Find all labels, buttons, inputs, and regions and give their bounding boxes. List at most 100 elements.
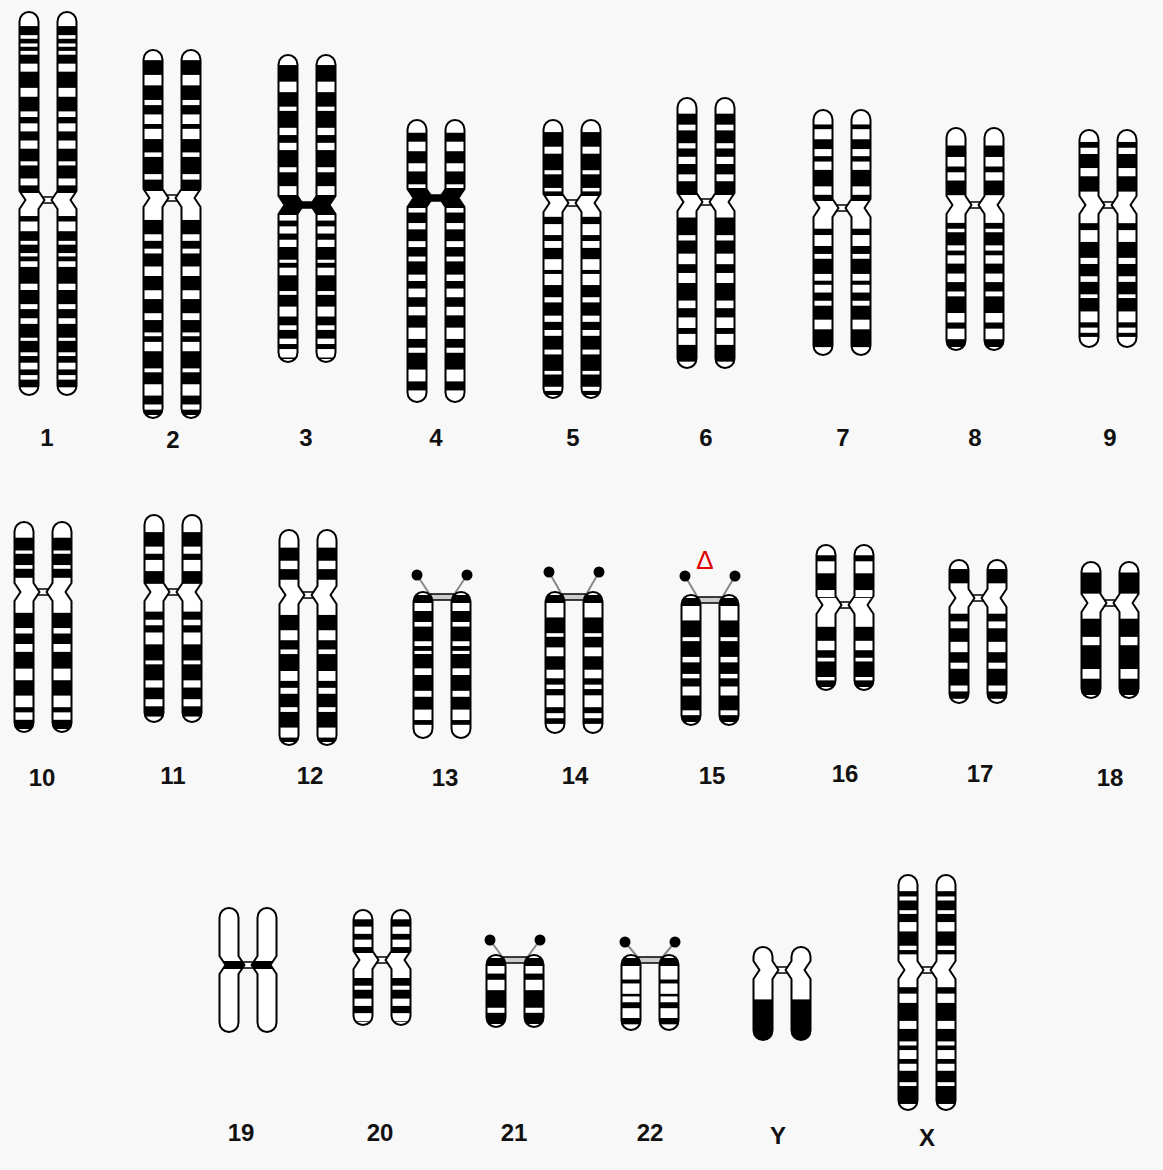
g-band: [10, 26, 86, 35]
chromosome-number: 14: [562, 764, 589, 788]
g-band: [134, 60, 210, 75]
g-band: [889, 1003, 965, 1021]
g-band: [134, 351, 210, 368]
chromatid-outline: [386, 910, 411, 1025]
g-band: [10, 341, 86, 352]
chromosome-pair: [536, 567, 612, 734]
g-band: [135, 706, 211, 716]
g-band: [5, 569, 81, 578]
g-band: [10, 47, 86, 51]
g-band: [135, 625, 211, 632]
band-group: [135, 532, 211, 716]
g-band: [134, 253, 210, 266]
centromere: [504, 957, 527, 963]
chromatid-outline: [576, 120, 601, 398]
g-band: [269, 344, 345, 349]
g-band: [536, 656, 612, 669]
g-band: [807, 661, 883, 677]
chromatid-outline: [252, 908, 277, 1032]
g-band: [404, 675, 480, 691]
band-group: [1072, 573, 1148, 695]
g-band: [1070, 242, 1146, 258]
chromosome-number: 21: [501, 1121, 528, 1145]
g-band: [404, 720, 480, 725]
g-band: [134, 139, 210, 152]
chromosome-pair: [940, 560, 1016, 703]
chromatid-outline: [660, 955, 679, 1030]
g-band: [134, 124, 210, 129]
satellite-dot: [462, 570, 473, 581]
g-band: [804, 229, 880, 235]
g-band: [134, 180, 210, 191]
g-band: [536, 689, 612, 695]
g-band: [889, 987, 965, 993]
chromosome-number: 13: [432, 766, 459, 790]
chromatid-outline: [544, 120, 569, 398]
chromosome-number: 4: [429, 426, 442, 450]
chromatid-outline: [622, 955, 641, 1030]
chromatid-outline: [525, 955, 544, 1027]
g-band: [534, 270, 610, 274]
g-band: [668, 130, 744, 143]
g-band: [534, 174, 610, 188]
g-band: [10, 290, 86, 304]
g-band: [10, 324, 86, 338]
g-band: [269, 330, 345, 339]
chromatid-outline: [546, 592, 565, 733]
g-band: [889, 891, 965, 896]
g-band: [10, 55, 86, 64]
g-band: [612, 1018, 688, 1024]
g-band: [534, 132, 610, 147]
chromosome-pair: [534, 120, 610, 398]
g-band: [804, 329, 880, 347]
chromosome-number: 18: [1097, 766, 1124, 790]
chromatid-outline: [982, 560, 1007, 703]
chromatid-outline: [1080, 130, 1105, 347]
g-band: [134, 85, 210, 100]
g-band: [10, 369, 86, 375]
chromatid-outline: [950, 560, 975, 703]
g-band: [807, 573, 883, 590]
g-band: [937, 146, 1013, 157]
g-band: [398, 297, 474, 307]
g-band: [134, 241, 210, 249]
chromatid-outline: [814, 110, 839, 355]
chromatid-outline: [1114, 562, 1139, 698]
chromatid-outline: [177, 515, 202, 722]
satellite-dot: [544, 567, 555, 578]
chromosome-number: 22: [637, 1121, 664, 1145]
g-band: [134, 336, 210, 342]
g-band: [398, 353, 474, 370]
g-band: [668, 114, 744, 125]
chromosome-number: 12: [297, 764, 324, 788]
g-band: [668, 283, 744, 301]
g-band: [135, 571, 211, 584]
centromere: [699, 597, 722, 603]
g-band: [937, 167, 1013, 173]
g-band: [889, 1029, 965, 1041]
chromosome-pair: [270, 530, 346, 745]
chromosome-number: 3: [299, 426, 312, 450]
g-band: [804, 170, 880, 186]
chromatid-outline: [979, 128, 1004, 350]
g-band: [536, 707, 612, 713]
g-band: [536, 617, 612, 633]
g-band: [672, 662, 748, 674]
g-band: [937, 223, 1013, 229]
g-band: [889, 901, 965, 911]
g-band: [612, 1002, 688, 1008]
chromatid-outline: [220, 908, 245, 1032]
g-band: [612, 980, 688, 984]
band-group: [889, 891, 965, 1104]
g-band: [10, 39, 86, 44]
g-band: [536, 718, 612, 724]
g-band: [398, 339, 474, 348]
g-band: [940, 569, 1016, 583]
g-band: [5, 707, 81, 712]
chromosome-pair: [5, 522, 81, 732]
satellite-dot: [680, 571, 691, 582]
g-band: [534, 354, 610, 370]
g-band: [1070, 264, 1146, 276]
g-band: [398, 133, 474, 142]
g-band: [134, 220, 210, 234]
